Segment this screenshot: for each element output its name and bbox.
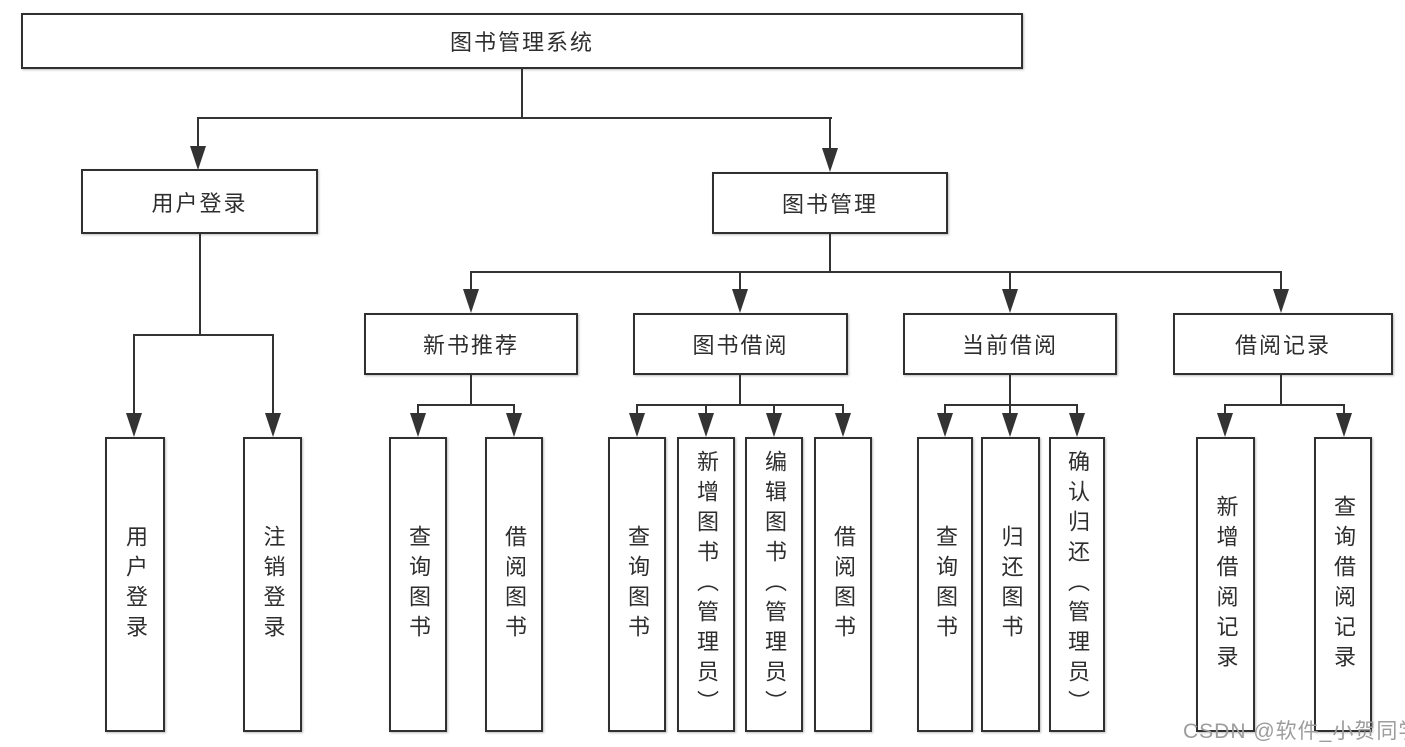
connector-line — [470, 271, 1282, 273]
arrowhead-down-icon — [766, 413, 782, 437]
arrowhead-down-icon — [190, 146, 206, 170]
connector-line — [133, 334, 274, 336]
leaf-logout-label: 注销登录 — [260, 524, 286, 645]
leaf-query-books-borrow: 查询图书 — [608, 437, 666, 732]
arrowhead-down-icon — [1002, 289, 1018, 313]
connector-line — [417, 404, 419, 414]
node-user-login-label: 用户登录 — [151, 190, 248, 216]
node-book-management-label: 图书管理 — [781, 192, 878, 217]
leaf-query-books-recommend-label: 查询图书 — [406, 524, 431, 645]
connector-line — [199, 234, 201, 335]
arrowhead-down-icon — [937, 413, 953, 437]
arrowhead-down-icon — [506, 413, 522, 437]
node-book-borrowing: 图书借阅 — [633, 313, 848, 375]
arrowhead-down-icon — [1069, 413, 1085, 437]
connector-line — [470, 271, 472, 290]
leaf-edit-books-admin-label: 编辑图书（管理员） — [762, 449, 787, 720]
connector-line — [470, 375, 472, 405]
node-borrowing-records: 借阅记录 — [1173, 313, 1393, 375]
connector-line — [1224, 404, 1226, 414]
arrowhead-down-icon — [265, 413, 281, 437]
leaf-query-books-current-label: 查询图书 — [933, 524, 958, 645]
connector-line — [133, 334, 135, 414]
leaf-edit-books-admin: 编辑图书（管理员） — [745, 437, 803, 732]
connector-line — [1009, 375, 1011, 405]
connector-line — [417, 404, 515, 406]
connector-line — [1280, 375, 1282, 405]
arrowhead-down-icon — [410, 413, 426, 437]
arrowhead-down-icon — [822, 148, 838, 172]
connector-line — [1009, 404, 1011, 414]
arrowhead-down-icon — [126, 413, 142, 437]
arrowhead-down-icon — [1336, 413, 1352, 437]
leaf-query-books-borrow-label: 查询图书 — [625, 524, 650, 645]
arrowhead-down-icon — [732, 289, 748, 313]
connector-line — [1076, 404, 1078, 414]
leaf-borrow-books-recommend: 借阅图书 — [485, 437, 543, 732]
leaf-add-borrow-record: 新增借阅记录 — [1196, 437, 1255, 732]
leaf-borrow-books: 借阅图书 — [814, 437, 872, 732]
node-user-login: 用户登录 — [81, 169, 318, 234]
arrowhead-down-icon — [463, 289, 479, 313]
arrowhead-down-icon — [1273, 289, 1289, 313]
leaf-query-borrow-record-label: 查询借阅记录 — [1331, 494, 1356, 675]
connector-line — [636, 404, 638, 414]
connector-line — [829, 234, 831, 272]
leaf-user-login: 用户登录 — [105, 437, 165, 732]
leaf-return-books-label: 归还图书 — [998, 524, 1024, 645]
arrowhead-down-icon — [629, 413, 645, 437]
connector-line — [513, 404, 515, 414]
leaf-borrow-books-recommend-label: 借阅图书 — [502, 524, 527, 645]
connector-line — [521, 69, 523, 118]
connector-line — [1280, 271, 1282, 290]
node-current-borrowing-label: 当前借阅 — [961, 333, 1058, 358]
node-book-management: 图书管理 — [712, 172, 948, 234]
connector-line — [272, 334, 274, 414]
leaf-query-books-current: 查询图书 — [917, 437, 973, 732]
connector-line — [197, 117, 832, 119]
leaf-add-books-admin: 新增图书（管理员） — [677, 437, 735, 732]
connector-line — [197, 117, 199, 147]
node-root: 图书管理系统 — [21, 13, 1023, 69]
connector-line — [739, 375, 741, 405]
leaf-confirm-return-admin: 确认归还（管理员） — [1049, 437, 1105, 732]
leaf-confirm-return-admin-label: 确认归还（管理员） — [1065, 449, 1090, 720]
leaf-logout: 注销登录 — [243, 437, 302, 732]
connector-line — [1009, 271, 1011, 290]
leaf-return-books: 归还图书 — [981, 437, 1040, 732]
leaf-add-borrow-record-label: 新增借阅记录 — [1213, 494, 1239, 675]
connector-line — [705, 404, 707, 414]
node-root-label: 图书管理系统 — [449, 30, 594, 55]
connector-line — [1343, 404, 1345, 414]
connector-line — [739, 271, 741, 290]
arrowhead-down-icon — [1002, 413, 1018, 437]
node-book-borrowing-label: 图书借阅 — [692, 333, 789, 358]
leaf-query-borrow-record: 查询借阅记录 — [1314, 437, 1372, 732]
connector-line — [773, 404, 775, 414]
connector-line — [829, 117, 831, 149]
csdn-watermark: CSDN @软件_小贺同学 — [1183, 720, 1405, 743]
arrowhead-down-icon — [835, 413, 851, 437]
node-borrowing-records-label: 借阅记录 — [1234, 333, 1331, 358]
leaf-borrow-books-label: 借阅图书 — [831, 524, 856, 645]
leaf-add-books-admin-label: 新增图书（管理员） — [694, 449, 719, 720]
node-new-book-recommend: 新书推荐 — [364, 313, 578, 375]
connector-line — [944, 404, 946, 414]
connector-line — [636, 404, 844, 406]
node-new-book-recommend-label: 新书推荐 — [422, 333, 519, 358]
arrowhead-down-icon — [698, 413, 714, 437]
node-current-borrowing: 当前借阅 — [903, 313, 1117, 375]
leaf-user-login-label: 用户登录 — [123, 524, 148, 645]
connector-line — [944, 404, 1078, 406]
connector-line — [1224, 404, 1345, 406]
arrowhead-down-icon — [1217, 413, 1233, 437]
connector-line — [842, 404, 844, 414]
leaf-query-books-recommend: 查询图书 — [389, 437, 447, 732]
